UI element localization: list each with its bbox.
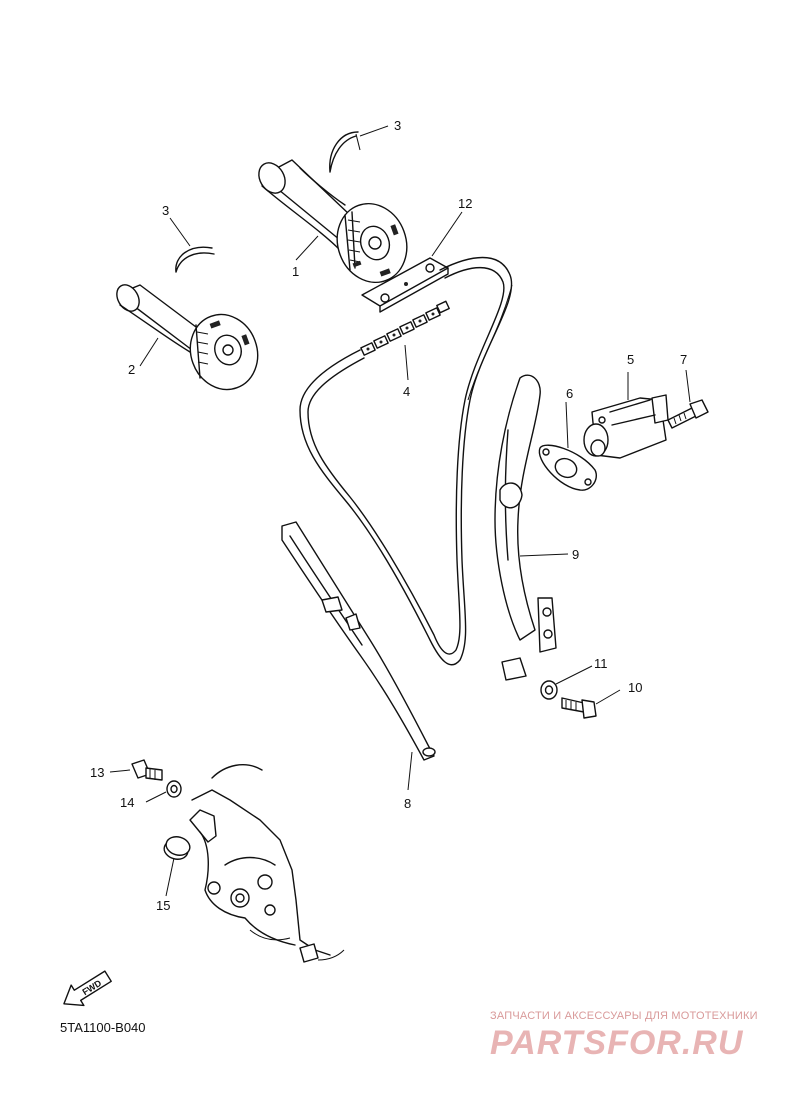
part-number-labels: 1 2 3 3 4 5 6 7 8 9 10 11 12 13 14 15: [90, 118, 687, 913]
chain-guide[interactable]: [281, 521, 436, 761]
label-part-1: 1: [292, 264, 299, 279]
chain-tensioner-guide[interactable]: [494, 374, 557, 681]
cam-chain-tensioner[interactable]: [583, 394, 669, 459]
tensioner-bolt[interactable]: [667, 399, 709, 429]
label-part-8: 8: [404, 796, 411, 811]
camshaft-exhaust[interactable]: [254, 158, 418, 292]
label-part-11: 11: [594, 656, 608, 671]
label-part-10: 10: [628, 680, 642, 695]
cover-washer[interactable]: [166, 780, 182, 798]
tensioner-gasket[interactable]: [538, 444, 597, 491]
label-part-13: 13: [90, 765, 104, 780]
cover-plug[interactable]: [162, 834, 192, 862]
guide-washer[interactable]: [540, 680, 558, 700]
leader-lines: [109, 125, 691, 897]
label-part-14: 14: [120, 795, 134, 810]
camshaft-cap-clip-lower[interactable]: [175, 246, 215, 273]
timing-chain[interactable]: [299, 256, 513, 666]
label-part-12: 12: [458, 196, 472, 211]
label-part-3-lower: 3: [162, 203, 169, 218]
label-part-5: 5: [627, 352, 634, 367]
label-part-3-upper: 3: [394, 118, 401, 133]
camshaft-cap-clip-upper[interactable]: [329, 131, 361, 173]
timing-chain-links: [360, 300, 450, 356]
diagram-code: 5TA1100-B040: [60, 1020, 146, 1035]
chain-guide-plate[interactable]: [361, 257, 449, 313]
label-part-15: 15: [156, 898, 170, 913]
label-part-7: 7: [680, 352, 687, 367]
guide-bolt[interactable]: [561, 697, 597, 719]
cylinder-head-section: [189, 764, 345, 963]
cover-bolt[interactable]: [131, 759, 163, 781]
label-part-4: 4: [403, 384, 410, 399]
camshaft-intake[interactable]: [112, 281, 268, 399]
watermark-tagline: ЗАПЧАСТИ И АКСЕССУАРЫ ДЛЯ МОТОТЕХНИКИ: [490, 1010, 758, 1022]
label-part-2: 2: [128, 362, 135, 377]
label-part-9: 9: [572, 547, 579, 562]
forward-direction-arrow: FWD: [63, 970, 112, 1007]
label-part-6: 6: [566, 386, 573, 401]
watermark-logo: PARTSFOR.RU: [490, 1024, 744, 1062]
